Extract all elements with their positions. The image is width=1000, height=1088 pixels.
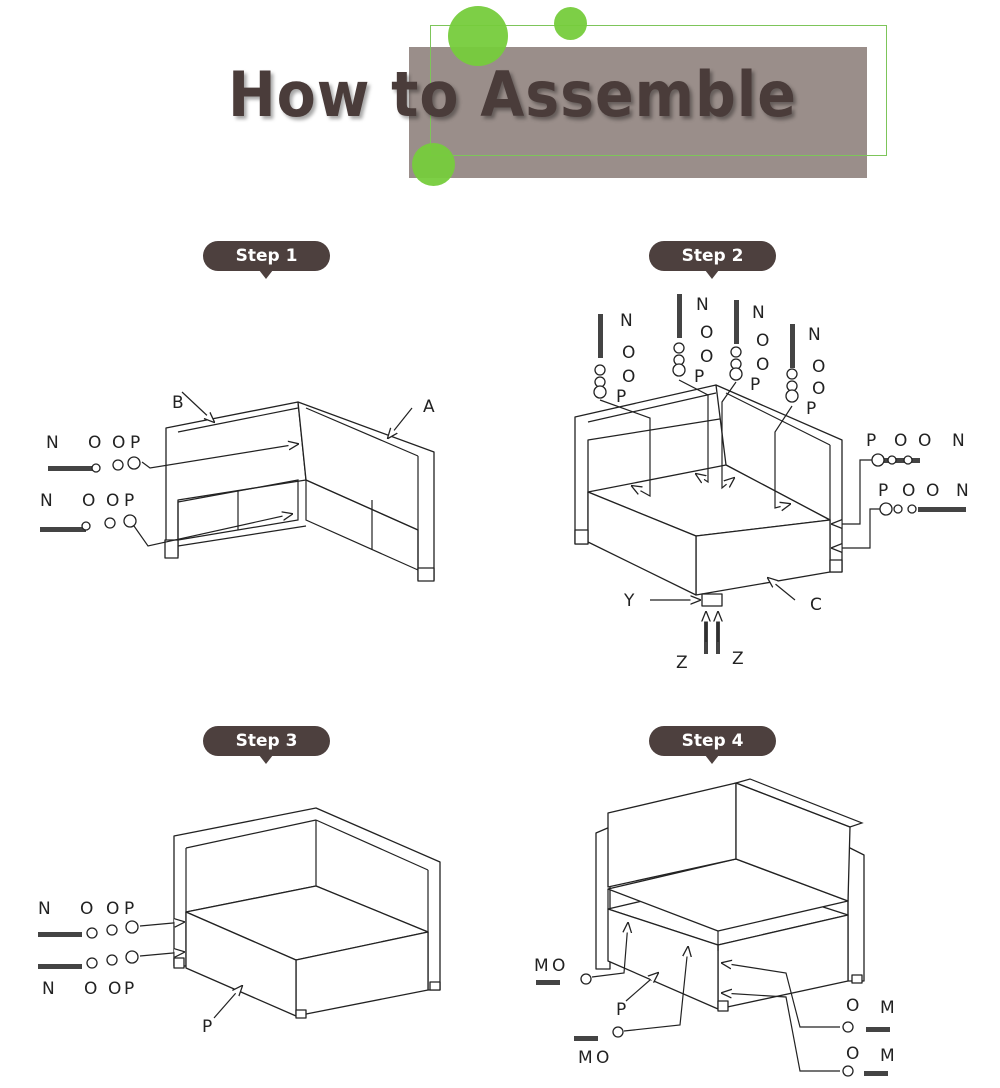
label-c: C — [810, 595, 822, 615]
washer-o-icon — [81, 459, 124, 531]
label-n: N — [42, 979, 55, 999]
step-1-diagram: B A N O O P N O O P — [40, 391, 435, 582]
nut-p-icon — [593, 363, 893, 516]
decor-dot-small — [554, 7, 587, 40]
bolt-n-icon — [38, 932, 82, 969]
bolt-n-icon — [40, 466, 94, 532]
label-n: N — [808, 325, 821, 345]
label-o: O — [552, 956, 565, 976]
label-o: O — [596, 1048, 609, 1068]
label-p: P — [616, 387, 626, 407]
label-o: O — [756, 355, 769, 375]
label-m: M — [534, 956, 549, 976]
decor-dot-bottom — [412, 143, 455, 186]
label-n: N — [952, 431, 965, 451]
bolt-m-icon — [536, 980, 890, 1076]
label-m: M — [880, 998, 895, 1018]
nut-p-icon — [123, 456, 141, 528]
label-o: O — [894, 431, 907, 451]
step-3-diagram: N O O P N O O P P — [38, 807, 441, 1037]
step-2-badge: Step 2 — [649, 241, 776, 279]
label-p: P — [694, 367, 704, 387]
label-p: P — [130, 433, 140, 453]
label-o: O — [112, 433, 125, 453]
page-title: How to Assemble — [228, 58, 797, 131]
label-n: N — [620, 311, 633, 331]
title-banner-background — [409, 47, 867, 178]
label-o: O — [812, 357, 825, 377]
label-p: P — [124, 899, 134, 919]
label-n: N — [46, 433, 59, 453]
label-o: O — [84, 979, 97, 999]
label-a: A — [423, 397, 435, 417]
label-p: P — [806, 399, 816, 419]
label-p: P — [866, 431, 876, 451]
label-o: O — [812, 379, 825, 399]
label-o: O — [902, 481, 915, 501]
label-p: P — [750, 375, 760, 395]
label-m: M — [880, 1046, 895, 1066]
step-4-diagram: M O M O P O M O M — [534, 778, 895, 1077]
label-o: O — [106, 491, 119, 511]
nut-p-icon — [125, 920, 139, 964]
label-n: N — [38, 899, 51, 919]
washer-o-icon — [594, 342, 917, 514]
label-o: O — [622, 343, 635, 363]
label-b: B — [172, 393, 184, 413]
label-o: O — [108, 979, 121, 999]
label-o: O — [700, 347, 713, 367]
label-o: O — [846, 1044, 859, 1064]
washer-o-icon — [580, 973, 854, 1077]
label-n: N — [40, 491, 53, 511]
label-p: P — [124, 979, 134, 999]
label-o: O — [88, 433, 101, 453]
step-2-diagram: N O O P N O O P N O O P N O O P P O O N … — [574, 294, 969, 673]
washer-o-icon — [86, 924, 118, 969]
label-n: N — [696, 295, 709, 315]
label-o: O — [700, 323, 713, 343]
label-o: O — [622, 367, 635, 387]
label-o: O — [918, 431, 931, 451]
step-1-badge: Step 1 — [203, 241, 330, 279]
label-o: O — [80, 899, 93, 919]
label-z: Z — [676, 653, 688, 673]
label-n: N — [752, 303, 765, 323]
label-m: M — [578, 1048, 593, 1068]
decor-dot-large — [448, 6, 508, 66]
label-y: Y — [623, 591, 635, 611]
label-o: O — [926, 481, 939, 501]
label-p: P — [878, 481, 888, 501]
label-p: P — [616, 1000, 626, 1020]
label-z: Z — [732, 649, 744, 669]
label-n: N — [956, 481, 969, 501]
step-3-badge: Step 3 — [203, 726, 330, 764]
label-o: O — [106, 899, 119, 919]
label-o: O — [756, 331, 769, 351]
label-o: O — [846, 996, 859, 1016]
step-4-badge: Step 4 — [649, 726, 776, 764]
label-p: P — [124, 491, 134, 511]
label-p: P — [202, 1017, 212, 1037]
title-banner-outline — [430, 25, 887, 156]
label-o: O — [82, 491, 95, 511]
